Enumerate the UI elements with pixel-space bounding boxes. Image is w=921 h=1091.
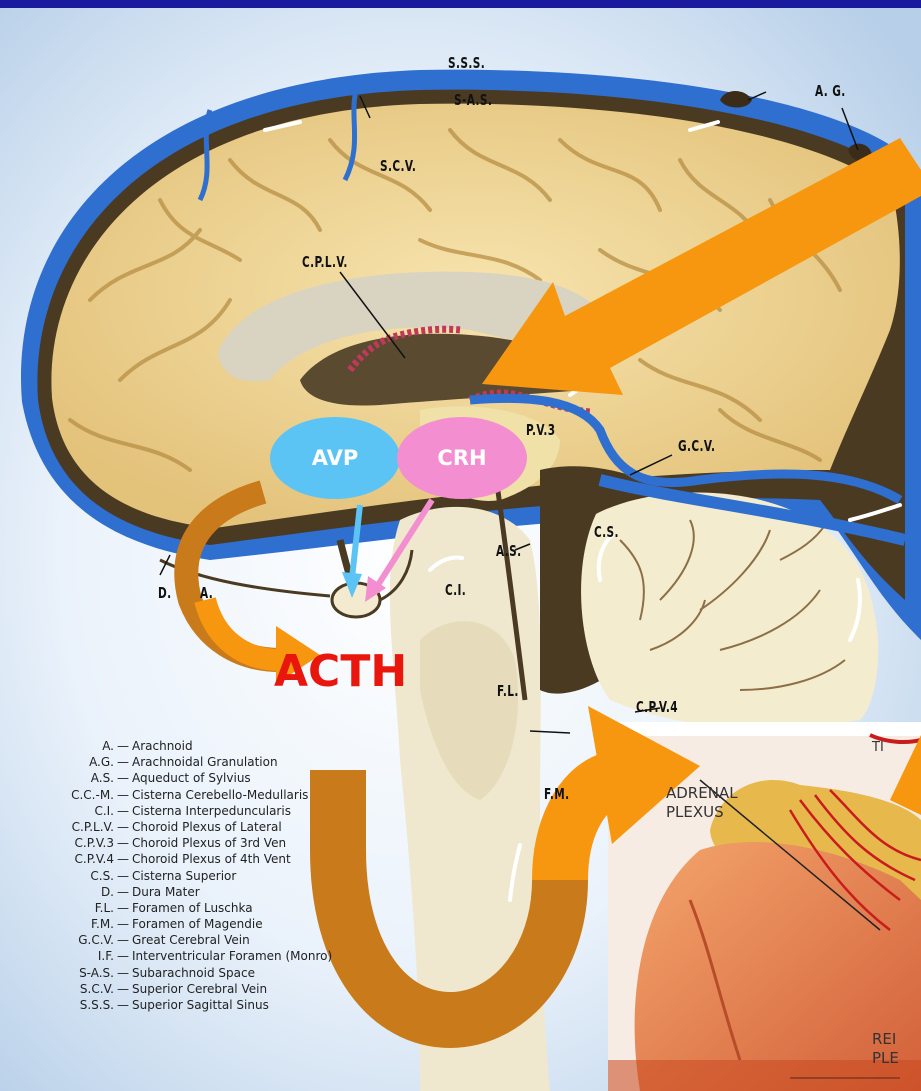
label-cplv: C.P.L.V. (302, 253, 348, 271)
inset-top-fragment: TI (872, 738, 884, 757)
legend-description: Choroid Plexus of Lateral (132, 820, 282, 834)
legend-abbreviation: A.S. (10, 770, 114, 786)
legend-dash: — (114, 981, 132, 997)
legend-abbreviation: D. (10, 884, 114, 900)
legend-description: Choroid Plexus of 4th Vent (132, 852, 291, 866)
legend-description: Dura Mater (132, 885, 200, 899)
label-cpv4: C.P.V.4 (636, 698, 678, 716)
label-cs: C.S. (594, 523, 619, 541)
label-fm: F.M. (544, 785, 570, 803)
avp-bubble: AVP (270, 417, 400, 499)
legend-abbreviation: C.S. (10, 868, 114, 884)
acth-label: ACTH (274, 646, 407, 697)
legend-dash: — (114, 819, 132, 835)
legend-row: S-A.S.—Subarachnoid Space (10, 965, 370, 981)
legend-row: A.G.—Arachnoidal Granulation (10, 754, 370, 770)
legend-abbreviation: F.M. (10, 916, 114, 932)
legend-abbreviation: G.C.V. (10, 932, 114, 948)
legend-row: C.C.-M.—Cisterna Cerebello-Medullaris (10, 787, 370, 803)
legend-dash: — (114, 770, 132, 786)
legend-dash: — (114, 900, 132, 916)
legend-description: Arachnoid (132, 739, 193, 753)
legend-description: Aqueduct of Sylvius (132, 771, 251, 785)
label-fl: F.L. (497, 682, 519, 700)
label-sss: S.S.S. (448, 54, 485, 72)
legend-row: G.C.V.—Great Cerebral Vein (10, 932, 370, 948)
legend-description: Superior Sagittal Sinus (132, 998, 269, 1012)
legend-row: A.—Arachnoid (10, 738, 370, 754)
label-gcv: G.C.V. (678, 437, 715, 455)
label-cpv3: P.V.3 (526, 421, 555, 439)
legend-description: Choroid Plexus of 3rd Ven (132, 836, 286, 850)
legend-dash: — (114, 868, 132, 884)
legend-row: A.S.—Aqueduct of Sylvius (10, 770, 370, 786)
legend-row: C.S.—Cisterna Superior (10, 868, 370, 884)
renal-plexus-label: REI PLE (872, 1030, 899, 1068)
legend-abbreviation: A. (10, 738, 114, 754)
legend-abbreviation: C.P.L.V. (10, 819, 114, 835)
legend-dash: — (114, 884, 132, 900)
adrenal-plexus-label: ADRENAL PLEXUS (666, 784, 738, 822)
legend-description: Cisterna Cerebello-Medullaris (132, 788, 308, 802)
legend-description: Subarachnoid Space (132, 966, 255, 980)
legend-abbreviation: S-A.S. (10, 965, 114, 981)
label-sas: S-A.S. (454, 91, 492, 109)
label-scv: S.C.V. (380, 157, 416, 175)
legend-dash: — (114, 835, 132, 851)
legend-row: F.L.—Foramen of Luschka (10, 900, 370, 916)
legend-abbreviation: I.F. (10, 948, 114, 964)
legend-abbreviation: C.P.V.4 (10, 851, 114, 867)
label-ci: C.I. (445, 581, 466, 599)
legend-row: C.P.V.4—Choroid Plexus of 4th Vent (10, 851, 370, 867)
legend-abbreviation: A.G. (10, 754, 114, 770)
legend-dash: — (114, 965, 132, 981)
legend-dash: — (114, 803, 132, 819)
legend-description: Cisterna Interpeduncularis (132, 804, 291, 818)
legend-dash: — (114, 916, 132, 932)
legend-row: C.P.L.V.—Choroid Plexus of Lateral (10, 819, 370, 835)
legend-abbreviation: S.S.S. (10, 997, 114, 1013)
legend-dash: — (114, 738, 132, 754)
legend-row: D.—Dura Mater (10, 884, 370, 900)
legend-abbreviation: C.C.-M. (10, 787, 114, 803)
legend-row: C.I.—Cisterna Interpeduncularis (10, 803, 370, 819)
label-a: A. (200, 584, 213, 602)
renal-plexus-line-2: PLE (872, 1049, 899, 1068)
legend-description: Foramen of Magendie (132, 917, 263, 931)
legend-dash: — (114, 787, 132, 803)
renal-plexus-line-1: REI (872, 1030, 899, 1049)
legend-abbreviation: S.C.V. (10, 981, 114, 997)
legend-dash: — (114, 754, 132, 770)
legend-description: Arachnoidal Granulation (132, 755, 278, 769)
legend-dash: — (114, 851, 132, 867)
legend-row: C.P.V.3—Choroid Plexus of 3rd Ven (10, 835, 370, 851)
adrenal-plexus-line-2: PLEXUS (666, 803, 738, 822)
legend-dash: — (114, 932, 132, 948)
legend-dash: — (114, 948, 132, 964)
label-as: A.S. (496, 542, 522, 560)
legend-row: S.C.V.—Superior Cerebral Vein (10, 981, 370, 997)
label-ag: A. G. (815, 82, 846, 100)
legend-description: Interventricular Foramen (Monro) (132, 949, 332, 963)
legend-abbreviation: F.L. (10, 900, 114, 916)
legend-row: F.M.—Foramen of Magendie (10, 916, 370, 932)
label-d: D. (158, 584, 172, 602)
legend-description: Cisterna Superior (132, 869, 236, 883)
legend-row: S.S.S.—Superior Sagittal Sinus (10, 997, 370, 1013)
legend-row: I.F.—Interventricular Foramen (Monro) (10, 948, 370, 964)
legend-description: Superior Cerebral Vein (132, 982, 267, 996)
legend-abbreviation: C.P.V.3 (10, 835, 114, 851)
adrenal-plexus-line-1: ADRENAL (666, 784, 738, 803)
legend-description: Great Cerebral Vein (132, 933, 250, 947)
legend-abbreviation: C.I. (10, 803, 114, 819)
legend-dash: — (114, 997, 132, 1013)
crh-bubble: CRH (397, 417, 527, 499)
legend-description: Foramen of Luschka (132, 901, 253, 915)
